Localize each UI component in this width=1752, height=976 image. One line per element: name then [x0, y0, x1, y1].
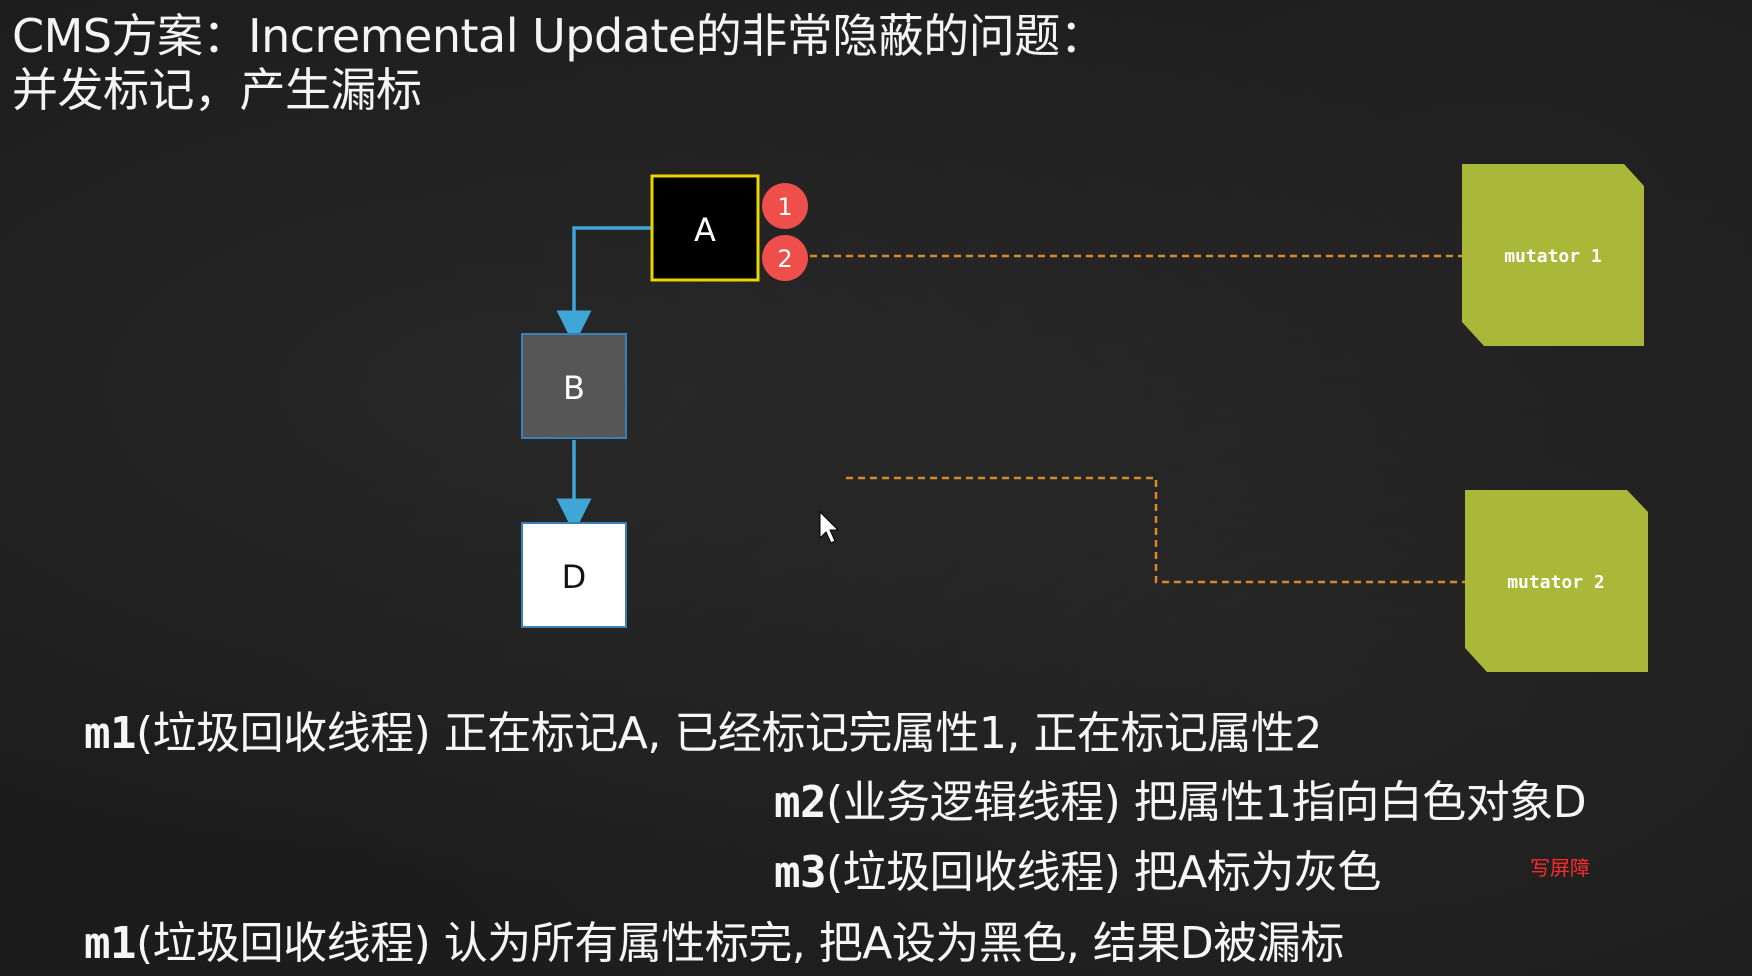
slide-title-line-2: 并发标记，产生漏标: [12, 63, 422, 117]
step-2: m2(业务逻辑线程) 把属性1指向白色对象D: [774, 775, 1587, 831]
step-3: m3(垃圾回收线程) 把A标为灰色: [774, 845, 1381, 901]
write-barrier-note: 写屏障: [1530, 856, 1590, 880]
slide-title-line-1: CMS方案：Incremental Update的非常隐蔽的问题：: [12, 9, 1106, 63]
mutator-1-label: mutator 1: [1504, 246, 1602, 267]
step-3-code: m3: [774, 847, 826, 898]
dashed-link-mutator-2: [846, 476, 1465, 584]
step-1-text: (垃圾回收线程) 正在标记A, 已经标记完属性1, 正在标记属性2: [135, 708, 1322, 759]
mutator-2-box: mutator 2: [1465, 490, 1648, 672]
step-4-code: m1: [84, 918, 136, 969]
step-2-code: m2: [774, 777, 826, 828]
node-b-label: B: [563, 369, 585, 407]
step-2-text: (业务逻辑线程) 把属性1指向白色对象D: [825, 777, 1587, 828]
step-4: m1(垃圾回收线程) 认为所有属性标完, 把A设为黑色, 结果D被漏标: [84, 916, 1344, 972]
badge-property-1: 1: [762, 183, 808, 229]
mouse-cursor-icon: [819, 510, 840, 544]
mutator-1-box: mutator 1: [1462, 164, 1644, 346]
badge-property-2: 2: [762, 235, 808, 281]
badge-1-label: 1: [777, 193, 792, 221]
node-d: D: [521, 522, 627, 628]
step-1: m1(垃圾回收线程) 正在标记A, 已经标记完属性1, 正在标记属性2: [84, 706, 1322, 762]
step-3-text: (垃圾回收线程) 把A标为灰色: [825, 847, 1381, 898]
node-a-label: A: [694, 211, 716, 249]
mutator-2-label: mutator 2: [1507, 572, 1605, 593]
step-4-text: (垃圾回收线程) 认为所有属性标完, 把A设为黑色, 结果D被漏标: [135, 918, 1344, 969]
node-a: A: [650, 174, 760, 282]
edge-a-to-b: [556, 226, 651, 346]
node-d-label: D: [562, 558, 587, 596]
badge-2-label: 2: [777, 245, 792, 273]
node-b: B: [521, 333, 627, 439]
step-1-code: m1: [84, 708, 136, 759]
